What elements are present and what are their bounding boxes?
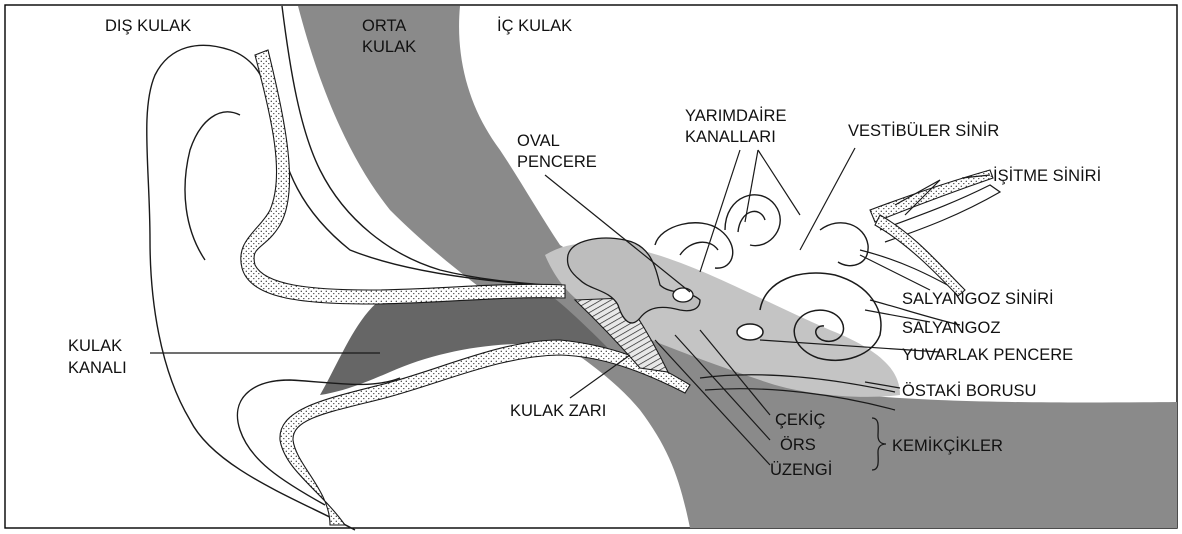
label-cochlear-nerve: SALYANGOZ SİNİRİ xyxy=(902,289,1054,308)
label-inner-ear: İÇ KULAK xyxy=(497,16,572,35)
label-semicircular-2: KANALLARI xyxy=(685,128,776,146)
label-malleus: ÇEKİÇ xyxy=(775,410,826,429)
label-eustachian-tube: ÖSTAKİ BORUSU xyxy=(902,381,1036,400)
oval-window-shape xyxy=(673,288,693,302)
label-stapes: ÜZENGİ xyxy=(770,460,832,479)
label-eardrum: KULAK ZARI xyxy=(510,402,606,420)
label-cochlea: SALYANGOZ xyxy=(902,319,1000,337)
label-middle-ear-2: KULAK xyxy=(362,38,416,56)
label-oval-window-2: PENCERE xyxy=(517,153,597,171)
label-ear-canal-1: KULAK xyxy=(68,337,122,355)
label-oval-window-1: OVAL xyxy=(517,132,560,150)
label-middle-ear-1: ORTA xyxy=(362,17,406,35)
label-semicircular-1: YARIMDAİRE xyxy=(685,106,786,125)
label-auditory-nerve: İŞİTME SİNİRİ xyxy=(993,166,1101,185)
label-ossicles: KEMİKÇİKLER xyxy=(892,436,1003,455)
label-vestibular-nerve: VESTİBÜLER SİNİR xyxy=(848,121,999,140)
label-outer-ear: DIŞ KULAK xyxy=(105,17,191,35)
label-round-window: YUVARLAK PENCERE xyxy=(902,346,1073,364)
label-ear-canal-2: KANALI xyxy=(68,359,127,377)
label-incus: ÖRS xyxy=(780,436,816,454)
